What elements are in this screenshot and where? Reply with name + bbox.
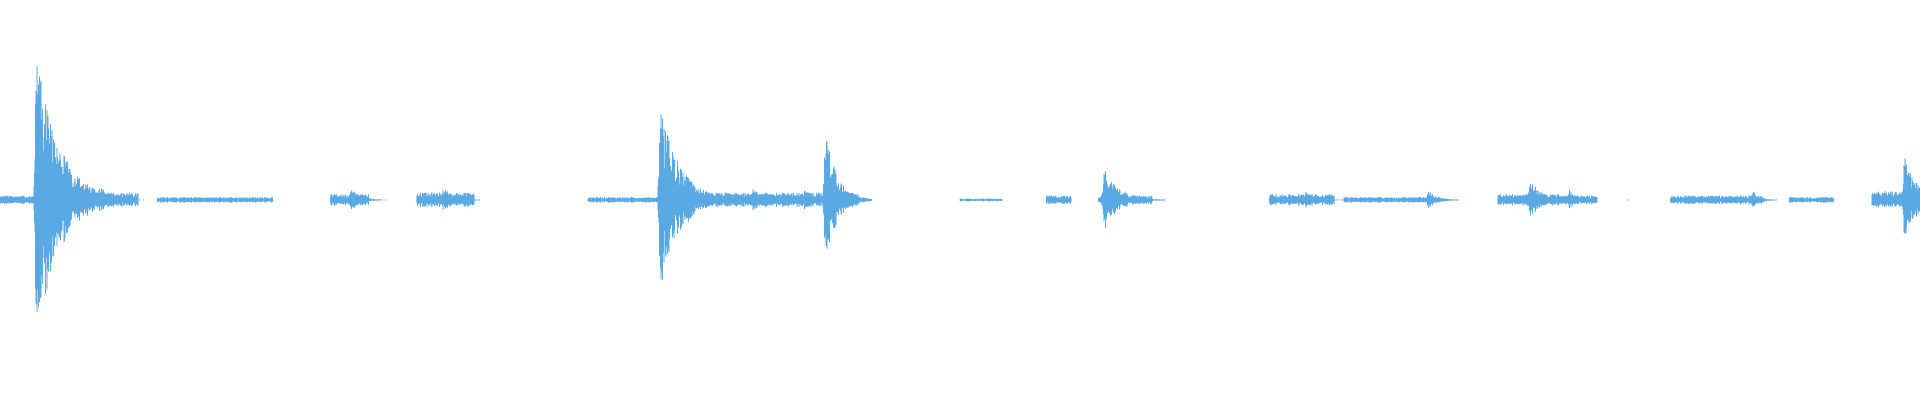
- waveform-path: [0, 65, 1920, 313]
